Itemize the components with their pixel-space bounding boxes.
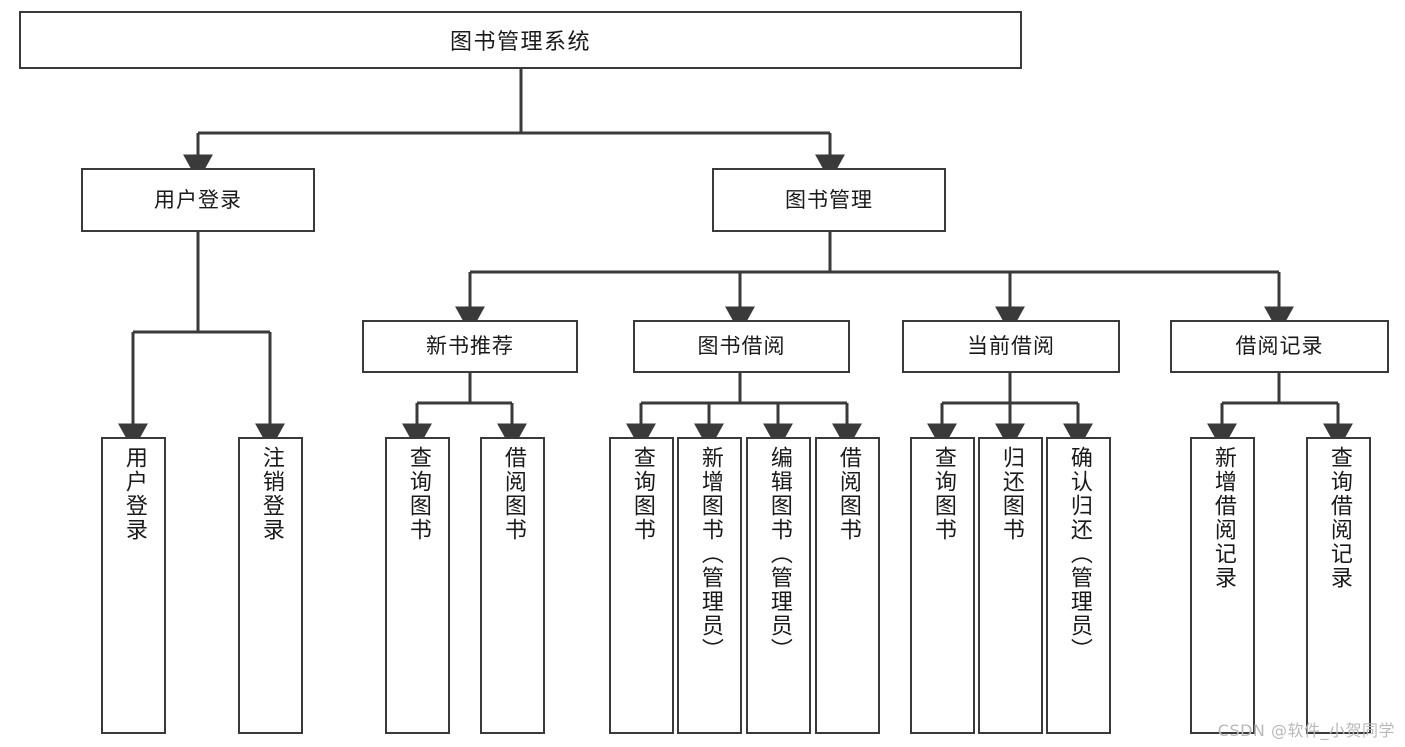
leaf-confirm-return-admin[interactable]: 确认归还（管理员） [1046, 437, 1111, 734]
leaf-query-book-borrow[interactable]: 查询图书 [609, 437, 674, 734]
leaf-user-login[interactable]: 用户登录 [101, 437, 166, 734]
node-user-login[interactable]: 用户登录 [81, 168, 315, 232]
leaf-label: 新增借阅记录 [1210, 446, 1236, 590]
leaf-label: 借阅图书 [835, 446, 861, 542]
leaf-label: 借阅图书 [500, 446, 526, 542]
leaf-borrow-book-recommend[interactable]: 借阅图书 [480, 437, 545, 734]
leaf-label: 归还图书 [998, 446, 1024, 542]
leaf-label: 查询图书 [629, 446, 655, 542]
leaf-query-book-recommend[interactable]: 查询图书 [385, 437, 450, 734]
leaf-label: 查询图书 [405, 446, 431, 542]
leaf-add-book-admin[interactable]: 新增图书（管理员） [677, 437, 742, 734]
leaf-label: 查询借阅记录 [1326, 446, 1352, 590]
node-current-borrow[interactable]: 当前借阅 [902, 320, 1120, 373]
leaf-logout[interactable]: 注销登录 [238, 437, 303, 734]
node-new-book-recommend[interactable]: 新书推荐 [362, 320, 578, 373]
leaf-add-borrow-record[interactable]: 新增借阅记录 [1190, 437, 1255, 734]
leaf-borrow-book[interactable]: 借阅图书 [815, 437, 880, 734]
node-label: 新书推荐 [426, 334, 514, 358]
node-root-system[interactable]: 图书管理系统 [19, 11, 1022, 69]
node-label: 图书借阅 [697, 334, 786, 358]
node-book-management[interactable]: 图书管理 [712, 168, 946, 232]
leaf-edit-book-admin[interactable]: 编辑图书（管理员） [746, 437, 811, 734]
leaf-query-borrow-record[interactable]: 查询借阅记录 [1306, 437, 1371, 734]
leaf-label: 查询图书 [930, 446, 956, 542]
leaf-label: 用户登录 [121, 446, 147, 542]
node-label: 图书管理 [785, 187, 873, 212]
leaf-label: 编辑图书（管理员） [766, 446, 792, 662]
node-label: 用户登录 [154, 187, 242, 212]
leaf-label: 确认归还（管理员） [1066, 446, 1092, 662]
node-label: 借阅记录 [1235, 334, 1324, 358]
node-label: 图书管理系统 [449, 30, 591, 55]
node-book-borrow[interactable]: 图书借阅 [633, 320, 850, 373]
node-label: 当前借阅 [967, 334, 1055, 358]
node-borrow-records[interactable]: 借阅记录 [1170, 320, 1389, 373]
leaf-label: 新增图书（管理员） [697, 446, 723, 662]
leaf-return-book[interactable]: 归还图书 [978, 437, 1043, 734]
leaf-label: 注销登录 [258, 446, 284, 542]
leaf-query-book-current[interactable]: 查询图书 [910, 437, 975, 734]
watermark: CSDN @软件_小贺同学 [1217, 721, 1395, 740]
